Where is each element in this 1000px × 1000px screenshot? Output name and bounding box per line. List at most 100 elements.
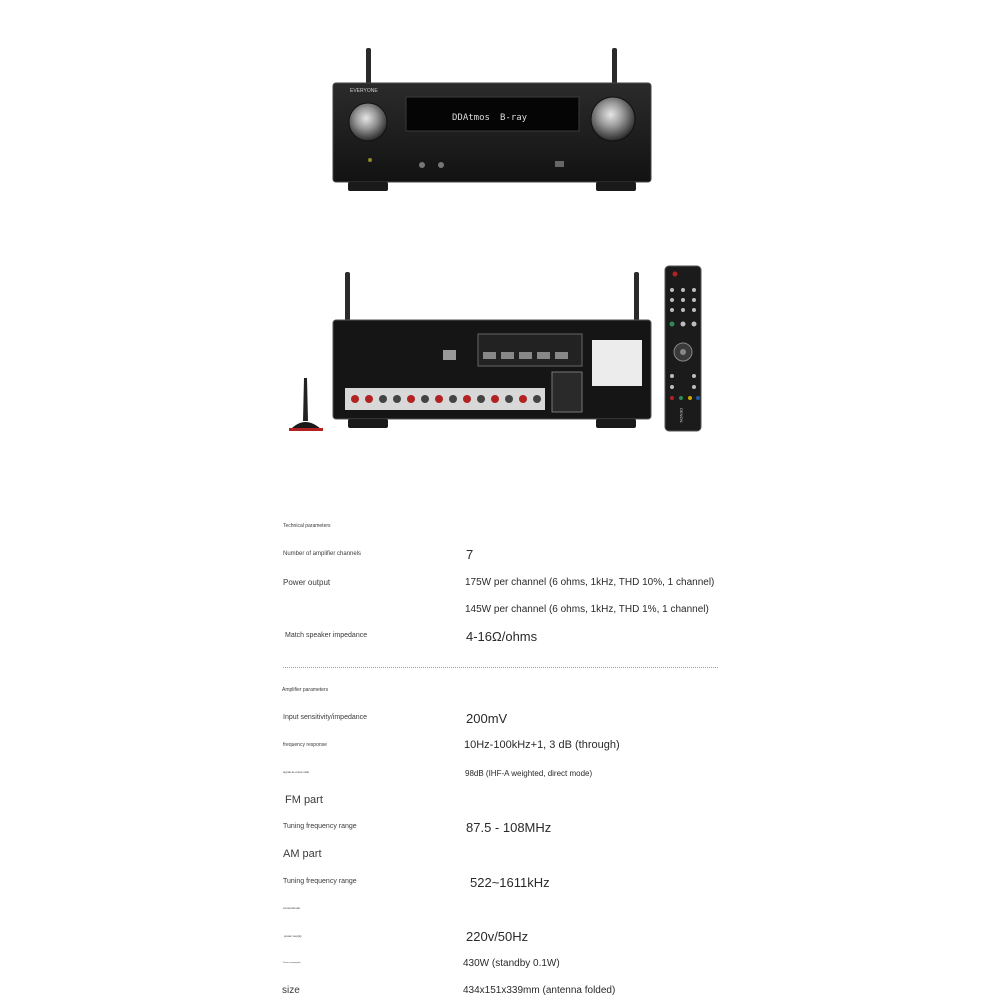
rear-foot-right — [596, 419, 636, 428]
remote-button — [692, 374, 696, 378]
antenna-right — [612, 48, 617, 86]
remote-button — [670, 374, 674, 378]
size-value: 434x151x339mm (antenna folded) — [463, 985, 616, 996]
snr-label: signal-to-noise ratio — [283, 770, 310, 774]
speaker-terminal — [435, 395, 443, 403]
remote-button — [670, 385, 674, 389]
remote-button — [670, 288, 674, 292]
remote-power-button-icon — [672, 271, 678, 277]
speaker-terminal — [351, 395, 359, 403]
speaker-terminal — [491, 395, 499, 403]
speaker-terminal — [379, 395, 387, 403]
input-sensitivity-value: 200mV — [466, 711, 508, 726]
display-text-right: B-ray — [500, 113, 528, 123]
speaker-terminal — [477, 395, 485, 403]
remote-button — [681, 308, 685, 312]
remote-button — [679, 396, 683, 400]
remote-button — [692, 298, 696, 302]
remote-dpad-enter — [680, 349, 686, 355]
speaker-terminal — [463, 395, 471, 403]
power-output-label: Power output — [283, 578, 331, 587]
remote-button — [681, 298, 685, 302]
power-output-value-2: 145W per channel (6 ohms, 1kHz, THD 1%, … — [465, 604, 709, 615]
front-foot-left — [348, 182, 388, 191]
receiver-rear-view — [332, 272, 652, 428]
remote-button — [680, 321, 686, 327]
rear-label-sticker — [592, 340, 642, 386]
setup-microphone — [289, 378, 323, 431]
front-button-row — [406, 136, 579, 144]
fm-range-label: Tuning frequency range — [283, 823, 357, 830]
frequency-response-label: frequency response — [283, 742, 327, 748]
input-selector-knob — [348, 102, 388, 142]
speaker-impedance-label: Match speaker impedance — [285, 632, 368, 639]
remote-button — [681, 288, 685, 292]
speaker-terminal — [393, 395, 401, 403]
model-label-panel — [551, 371, 583, 413]
product-images: EVERYONE DDAtmos B-ray — [289, 48, 702, 432]
rear-foot-left — [348, 419, 388, 428]
general-heading: conventional — [283, 906, 300, 910]
power-supply-value: 220v/50Hz — [466, 929, 529, 944]
display-text-left: DDAtmos — [452, 113, 490, 123]
power-supply-label: power supply — [284, 934, 302, 938]
speaker-impedance-value: 4-16Ω/ohms — [466, 629, 538, 644]
remote-control: DENON — [664, 265, 702, 432]
power-output-value-1: 175W per channel (6 ohms, 1kHz, THD 10%,… — [465, 577, 715, 588]
speaker-terminal — [505, 395, 513, 403]
amplifier-channels-value: 7 — [466, 547, 474, 562]
rear-antenna-left — [345, 272, 350, 324]
speaker-terminal — [421, 395, 429, 403]
remote-button — [692, 308, 696, 312]
usb-port — [555, 161, 564, 167]
remote-button — [670, 308, 674, 312]
section-divider — [283, 667, 718, 668]
size-label: size — [282, 985, 300, 996]
front-foot-right — [596, 182, 636, 191]
speaker-terminal-strip — [345, 388, 545, 410]
remote-brand-text: DENON — [679, 408, 684, 423]
receiver-front-view: EVERYONE DDAtmos B-ray — [332, 48, 652, 191]
amplifier-channels-label: Number of amplifier channels — [283, 551, 362, 557]
hdmi-port — [483, 352, 496, 359]
hdmi-port — [555, 352, 568, 359]
am-range-label: Tuning frequency range — [283, 878, 357, 885]
power-consumption-label: Power consumption — [283, 962, 301, 964]
power-indicator — [368, 158, 372, 162]
headphone-jack — [419, 162, 425, 168]
speaker-terminal — [365, 395, 373, 403]
am-range-value: 522~1611kHz — [470, 875, 550, 890]
hdmi-panel — [477, 333, 583, 367]
remote-button — [670, 396, 674, 400]
remote-button — [669, 321, 675, 327]
speaker-terminal — [533, 395, 541, 403]
setup-mic-jack — [438, 162, 444, 168]
volume-knob — [590, 96, 636, 142]
remote-button — [670, 298, 674, 302]
hdmi-port — [501, 352, 514, 359]
remote-button — [691, 321, 697, 327]
front-display — [405, 96, 580, 132]
speaker-terminal — [449, 395, 457, 403]
speaker-terminal — [519, 395, 527, 403]
amplifier-heading: Amplifier parameters — [282, 687, 329, 693]
remote-button — [688, 396, 692, 400]
remote-button — [692, 385, 696, 389]
front-brand-text: EVERYONE — [350, 88, 378, 94]
fm-heading: FM part — [285, 794, 323, 806]
remote-button — [692, 288, 696, 292]
am-heading: AM part — [283, 848, 322, 860]
remote-button — [696, 396, 700, 400]
fm-range-value: 87.5 - 108MHz — [466, 820, 552, 835]
hdmi-port — [537, 352, 550, 359]
technical-heading: Technical parameters — [283, 523, 331, 529]
snr-value: 98dB (IHF-A weighted, direct mode) — [465, 769, 593, 778]
power-consumption-value: 430W (standby 0.1W) — [463, 958, 560, 969]
ethernet-port — [443, 350, 456, 360]
speaker-terminal — [407, 395, 415, 403]
antenna-left — [366, 48, 371, 86]
microphone-stem — [303, 378, 308, 421]
input-sensitivity-label: Input sensitivity/impedance — [283, 714, 368, 721]
frequency-response-value: 10Hz-100kHz+1, 3 dB (through) — [464, 739, 620, 751]
microphone-base-ring — [289, 428, 323, 431]
